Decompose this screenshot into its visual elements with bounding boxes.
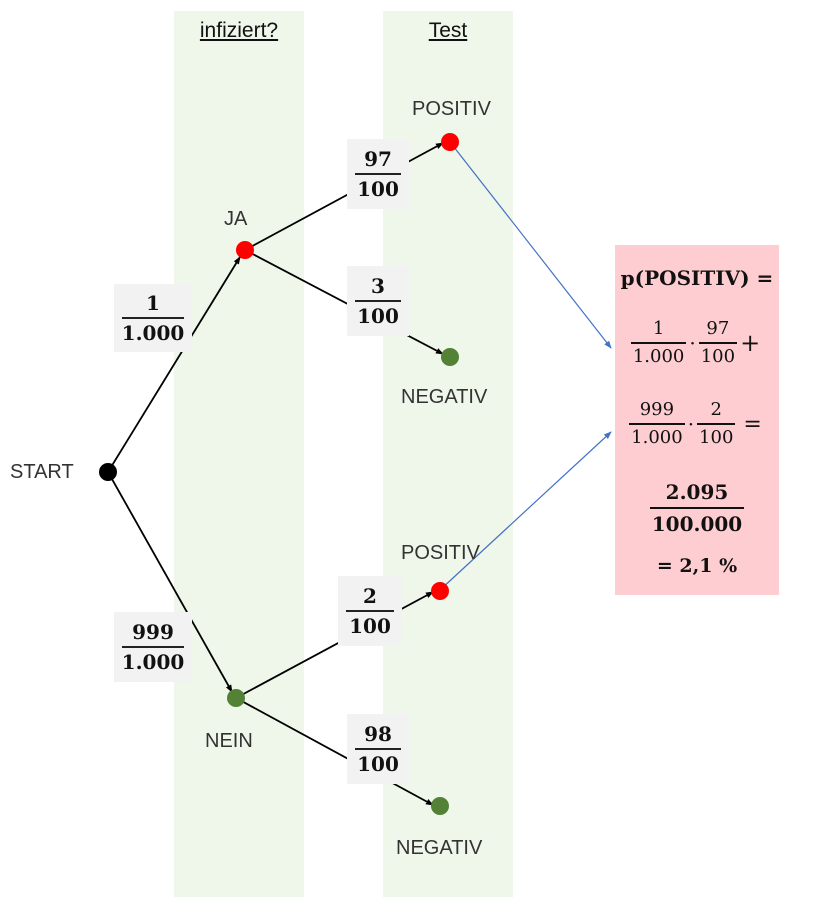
edge-start-nein: [107, 471, 233, 693]
node-nein-positive: [431, 582, 449, 600]
result-sum: 2.095 100.000: [649, 480, 745, 536]
edge-ja-positive: [244, 142, 444, 251]
fraction-ja-negative: 3 100: [347, 266, 409, 336]
fraction-numerator: 3: [371, 274, 385, 299]
fraction-bar: [122, 646, 184, 648]
connector-ja-positive: [449, 141, 612, 349]
edge-nein-negative: [235, 697, 434, 806]
fraction-numerator: 97: [364, 147, 392, 172]
term1-fraction-b: 97 100: [698, 318, 738, 367]
fraction-denominator: 100: [357, 303, 399, 328]
infected-column-title: infiziert?: [199, 19, 279, 42]
label-ja: JA: [224, 208, 248, 230]
label-start: START: [10, 461, 74, 483]
term1-fraction-a: 1 1.000: [630, 318, 687, 367]
fraction-start-nein: 999 1.000: [114, 612, 192, 682]
connector-nein-positive: [439, 431, 612, 591]
result-term-1: 1 1.000 · 97 100 +: [630, 318, 761, 367]
fraction-numerator: 2: [363, 584, 377, 609]
label-ja-negative: NEGATIV: [401, 386, 488, 408]
fraction-ja-positive: 97 100: [347, 139, 409, 209]
fraction-bar: [122, 317, 184, 319]
fraction-denominator: 100: [357, 176, 399, 201]
fraction-bar: [355, 748, 401, 750]
node-start: [99, 463, 117, 481]
fraction-bar: [355, 173, 401, 175]
test-column-title: Test: [428, 19, 468, 42]
infected-column-band: [174, 11, 304, 897]
fraction-numerator: 98: [364, 722, 392, 747]
edge-nein-positive: [235, 591, 434, 699]
fraction-denominator: 1.000: [121, 649, 185, 674]
result-final: = 2,1 %: [656, 555, 738, 577]
fraction-denominator: 100: [349, 613, 391, 638]
term2-fraction-a: 999 1.000: [629, 399, 685, 448]
node-nein-negative: [431, 797, 449, 815]
fraction-bar: [355, 300, 401, 302]
fraction-start-ja: 1 1.000: [114, 284, 192, 352]
edge-ja-negative: [244, 249, 444, 355]
result-heading: p(POSITIV) =: [620, 266, 774, 290]
node-ja-positive: [441, 133, 459, 151]
result-term-2: 999 1.000 · 2 100 =: [629, 399, 762, 448]
result-box: p(POSITIV) = 1 1.000 · 97 100 + 999 1.00…: [615, 245, 779, 595]
label-nein-positive: POSITIV: [401, 542, 480, 564]
fraction-bar: [346, 610, 394, 612]
fraction-nein-positive: 2 100: [338, 576, 402, 646]
term2-fraction-b: 2 100: [697, 399, 736, 448]
fraction-numerator: 999: [132, 620, 174, 645]
label-nein: NEIN: [205, 730, 253, 752]
node-nein: [227, 689, 245, 707]
fraction-nein-negative: 98 100: [347, 714, 409, 784]
node-ja: [236, 241, 254, 259]
label-ja-positive: POSITIV: [412, 98, 491, 120]
fraction-denominator: 1.000: [121, 320, 185, 345]
node-ja-negative: [441, 348, 459, 366]
fraction-denominator: 100: [357, 751, 399, 776]
label-nein-negative: NEGATIV: [396, 837, 483, 859]
edge-start-ja: [107, 256, 241, 473]
fraction-numerator: 1: [146, 291, 160, 316]
